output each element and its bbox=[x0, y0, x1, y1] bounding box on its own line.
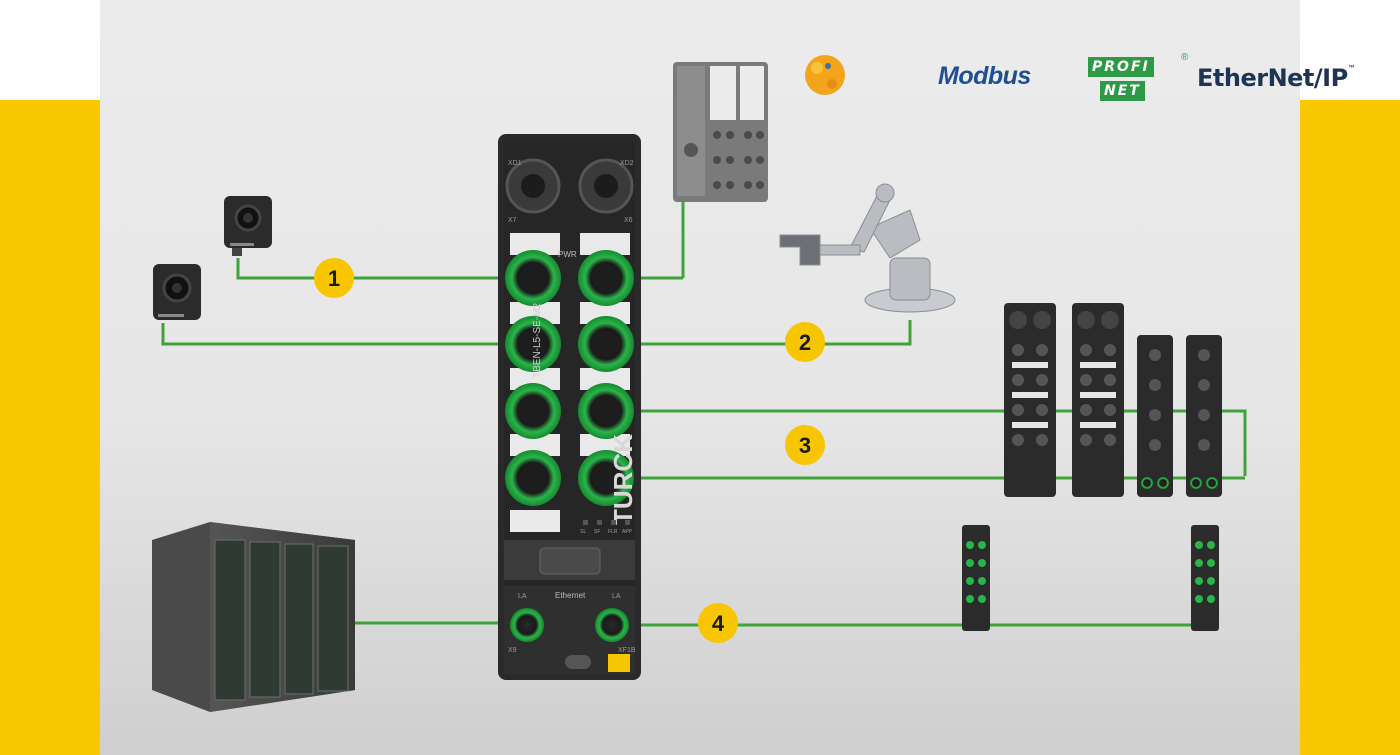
model-label: TBEN-L5-SE-M2 bbox=[532, 303, 543, 378]
port-label-x7: X7 bbox=[508, 217, 517, 224]
port-label-x9: X9 bbox=[508, 647, 517, 654]
server-cabinet[interactable] bbox=[152, 522, 355, 712]
port-label-x6: X6 bbox=[624, 217, 633, 224]
badge-2: 2 bbox=[785, 322, 825, 362]
ethernet-port-x9 bbox=[510, 608, 544, 642]
badge-3: 3 bbox=[785, 425, 825, 465]
io-module-4 bbox=[1186, 335, 1222, 497]
wires bbox=[161, 162, 1247, 627]
profinet-registered-mark: ® bbox=[1181, 52, 1189, 63]
right-yellow-band bbox=[1300, 100, 1400, 755]
serial-port bbox=[539, 547, 601, 575]
la-label-left: LA bbox=[518, 593, 527, 600]
smart-camera-bottom[interactable] bbox=[153, 264, 201, 320]
ethernet-label: Ethernet bbox=[555, 591, 586, 600]
wire-robot bbox=[620, 320, 912, 346]
ethernet-ip-logo: EtherNet/IP™ bbox=[1197, 64, 1356, 92]
badge-1-number: 1 bbox=[328, 266, 340, 291]
ethernet-ip-tm: ™ bbox=[1347, 64, 1356, 73]
io-module-1 bbox=[1004, 303, 1056, 497]
network-diagram: TURCK TBEN-L5-SE-M2 PWR Ethernet XD1 XD2… bbox=[152, 55, 1247, 712]
badge-4: 4 bbox=[698, 603, 738, 643]
io-module-ring[interactable] bbox=[1004, 303, 1222, 497]
modbus-logo-mark bbox=[805, 55, 845, 95]
io-rack-module[interactable] bbox=[673, 62, 768, 202]
led-label-flr: FLR bbox=[608, 529, 618, 535]
ethernet-ip-text: EtherNet/IP bbox=[1197, 64, 1348, 92]
smart-camera-top[interactable] bbox=[224, 196, 272, 256]
io-module-line-a[interactable] bbox=[962, 525, 990, 631]
brand-label: TURCK bbox=[608, 434, 638, 525]
io-module-line-b[interactable] bbox=[1191, 525, 1219, 631]
ethernet-port-xf1b bbox=[595, 608, 629, 642]
modbus-logo: Modbus bbox=[938, 62, 1031, 90]
left-yellow-band bbox=[0, 100, 100, 755]
led-label-sl: SL bbox=[580, 529, 586, 535]
la-label-right: LA bbox=[612, 593, 621, 600]
turck-main-module[interactable]: TURCK TBEN-L5-SE-M2 PWR Ethernet XD1 XD2… bbox=[498, 134, 641, 680]
port-label-xf1b: XF1B bbox=[618, 647, 636, 654]
badge-2-number: 2 bbox=[799, 330, 811, 355]
port-label-xd2: XD2 bbox=[620, 160, 634, 167]
industrial-robot[interactable] bbox=[779, 183, 956, 313]
io-module-2 bbox=[1072, 303, 1124, 497]
wire-camera-bottom bbox=[161, 323, 520, 346]
yellow-tag bbox=[608, 654, 630, 672]
badge-1: 1 bbox=[314, 258, 354, 298]
wire-ring-top bbox=[620, 409, 1247, 476]
reset-slot bbox=[565, 655, 591, 669]
io-ports bbox=[505, 250, 634, 506]
pwr-label: PWR bbox=[558, 250, 577, 259]
led-label-sf: SF bbox=[594, 529, 600, 535]
profinet-logo-bottom: NET bbox=[1100, 81, 1145, 101]
status-leds bbox=[583, 520, 630, 525]
led-label-app: APP bbox=[622, 529, 633, 535]
badge-4-number: 4 bbox=[712, 611, 725, 636]
wire-camera-top bbox=[236, 258, 520, 280]
port-label-xd1: XD1 bbox=[508, 160, 522, 167]
io-module-3 bbox=[1137, 335, 1173, 497]
diagram-stage: TURCK TBEN-L5-SE-M2 PWR Ethernet XD1 XD2… bbox=[100, 0, 1356, 755]
profinet-logo-top: PROFI bbox=[1088, 57, 1154, 77]
badge-3-number: 3 bbox=[799, 433, 811, 458]
